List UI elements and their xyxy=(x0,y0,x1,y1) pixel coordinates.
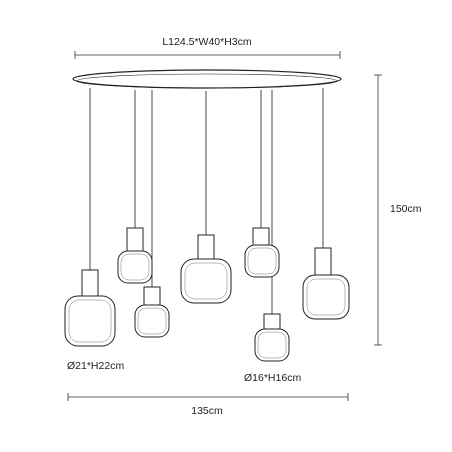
pendant-shade-large-right xyxy=(302,247,350,320)
canopy xyxy=(72,69,342,89)
canopy-dimension-line xyxy=(74,51,341,59)
height-dimension-line xyxy=(374,74,382,346)
pendant-shade-large-left xyxy=(64,269,116,347)
width-dimension-line xyxy=(67,393,349,401)
pendant-shade-large-center xyxy=(180,234,232,304)
small-shade-size-label: Ø16*H16cm xyxy=(244,372,301,384)
large-shade-size-label: Ø21*H22cm xyxy=(67,360,124,372)
pendant-shade-small-lower-right xyxy=(254,313,290,362)
pendant-shade-small-upper-right xyxy=(244,227,280,278)
pendant-shade-small-upper-left xyxy=(117,227,153,284)
pendant-shade-small-lower-left xyxy=(134,286,170,338)
height-dimension-label: 150cm xyxy=(390,203,422,215)
width-dimension-label: 135cm xyxy=(191,405,223,417)
canopy-dimension-label: L124.5*W40*H3cm xyxy=(162,36,252,48)
